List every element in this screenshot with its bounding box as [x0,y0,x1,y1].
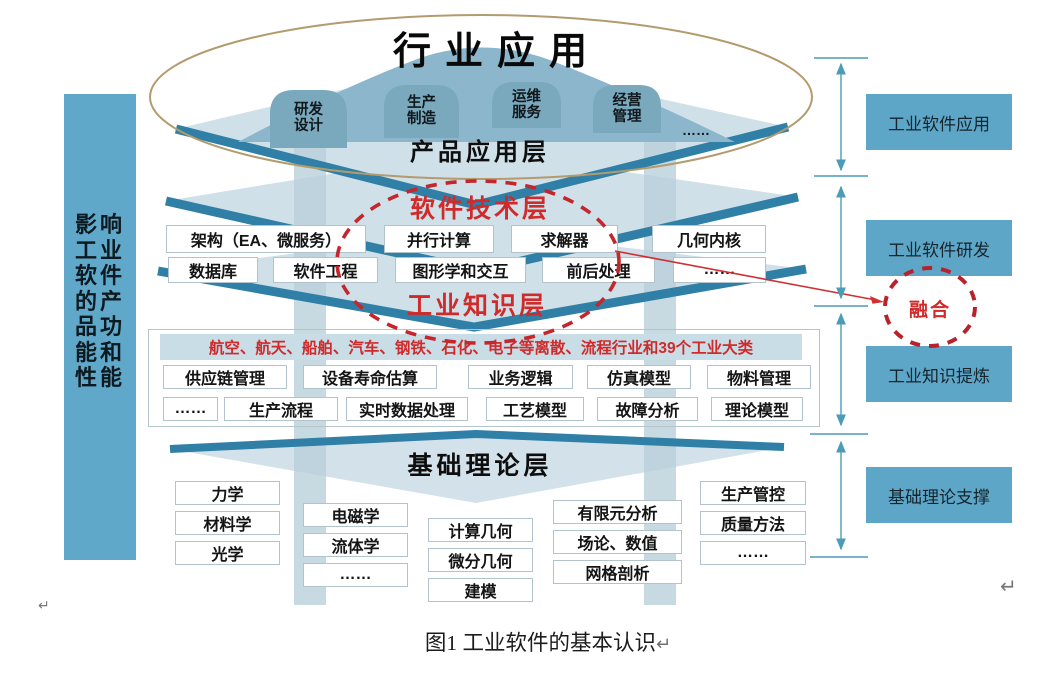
knowledge-box-equipment-life: 设备寿命估算 [303,365,437,389]
knowledge-box-supply-chain: 供应链管理 [163,365,287,389]
right-label-industrial-software-rd: 工业软件研发 [866,220,1012,276]
layer-title-knowledge: 工业知识层 [406,292,547,320]
theory-box-fea: 有限元分析 [553,500,682,524]
theory-box-computational-geometry: 计算几何 [428,518,533,542]
left-impact-bar: 影响 工业 软件 的产 品功 能和 性能 [64,94,136,560]
knowledge-box-business-logic: 业务逻辑 [468,365,573,389]
theory-box-ellipsis-2: …… [303,563,408,587]
tech-box-graphics: 图形学和交互 [395,257,526,283]
dome-label-ellipsis: …… [682,122,710,138]
fusion-label: 融合 [908,299,951,321]
theory-box-field-numeric: 场论、数值 [553,530,682,554]
knowledge-box-ellipsis: …… [163,397,218,421]
knowledge-box-process-model: 工艺模型 [486,397,584,421]
fusion-connector-arrow [614,250,884,304]
tech-box-solver: 求解器 [511,225,618,253]
dome-label-management: 经营 管理 [612,93,642,125]
industry-ellipse-outline [149,14,813,180]
theory-box-production-control: 生产管控 [700,481,806,505]
tech-box-architecture: 架构（EA、微服务） [166,225,366,253]
tech-box-database: 数据库 [168,257,258,283]
dome-shapes [270,82,661,148]
theory-box-optics: 光学 [175,541,280,565]
right-return-mark-icon: ↵ [1000,574,1017,598]
dimension-guides [810,57,868,558]
dome-label-production: 生产 制造 [407,95,436,127]
theory-box-materials: 材料学 [175,511,280,535]
theory-box-differential-geometry: 微分几何 [428,548,533,572]
page-title: 行业应用 [392,30,601,73]
tech-box-pre-post: 前后处理 [542,257,655,283]
knowledge-box-production-flow: 生产流程 [224,397,338,421]
right-label-basic-theory-support: 基础理论支撑 [866,467,1012,523]
theory-box-meshing: 网格剖析 [553,560,682,584]
layer-title-product: 产品应用层 [410,138,550,166]
theory-box-mechanics: 力学 [175,481,280,505]
knowledge-box-theory-model: 理论模型 [711,397,803,421]
knowledge-box-realtime-data: 实时数据处理 [346,397,468,421]
figure-caption: 图1 工业软件的基本认识↵ [0,626,1056,657]
knowledge-box-simulation-model: 仿真模型 [587,365,691,389]
platter-edges [157,122,807,453]
right-label-industrial-knowledge-refining: 工业知识提炼 [866,346,1012,402]
fusion-dashed-circle [883,266,977,348]
tech-box-geo-kernel: 几何内核 [652,225,766,253]
tech-box-parallel: 并行计算 [384,225,494,253]
theory-box-electromagnetics: 电磁学 [303,503,408,527]
dome-label-rd-design: 研发 设计 [294,102,323,134]
knowledge-box-fault-analysis: 故障分析 [597,397,698,421]
layer-title-tech: 软件技术层 [409,195,550,223]
dome-label-operations: 运维 服务 [512,89,541,121]
layer-title-theory: 基础理论层 [407,452,553,480]
caption-return-mark-icon: ↵ [656,634,672,655]
theory-box-modeling: 建模 [428,578,533,602]
right-label-industrial-software-application: 工业软件应用 [866,94,1012,150]
theory-box-fluids: 流体学 [303,533,408,557]
knowledge-box-material-mgmt: 物料管理 [707,365,811,389]
theory-box-quality-method: 质量方法 [700,511,806,535]
fusion-scope-dashed-ellipse [335,179,621,345]
theory-box-ellipsis-3: …… [700,541,806,565]
knowledge-section-frame [148,329,820,427]
figure-caption-text: 图1 工业软件的基本认识 [424,631,657,655]
left-return-mark-icon: ↵ [38,598,50,614]
left-impact-bar-text: 影响 工业 软件 的产 品功 能和 性能 [74,212,125,390]
tech-box-software-eng: 软件工程 [273,257,378,283]
knowledge-industry-banner: 航空、航天、船舶、汽车、钢铁、石化、电子等离散、流程行业和39个工业大类 [160,334,802,360]
